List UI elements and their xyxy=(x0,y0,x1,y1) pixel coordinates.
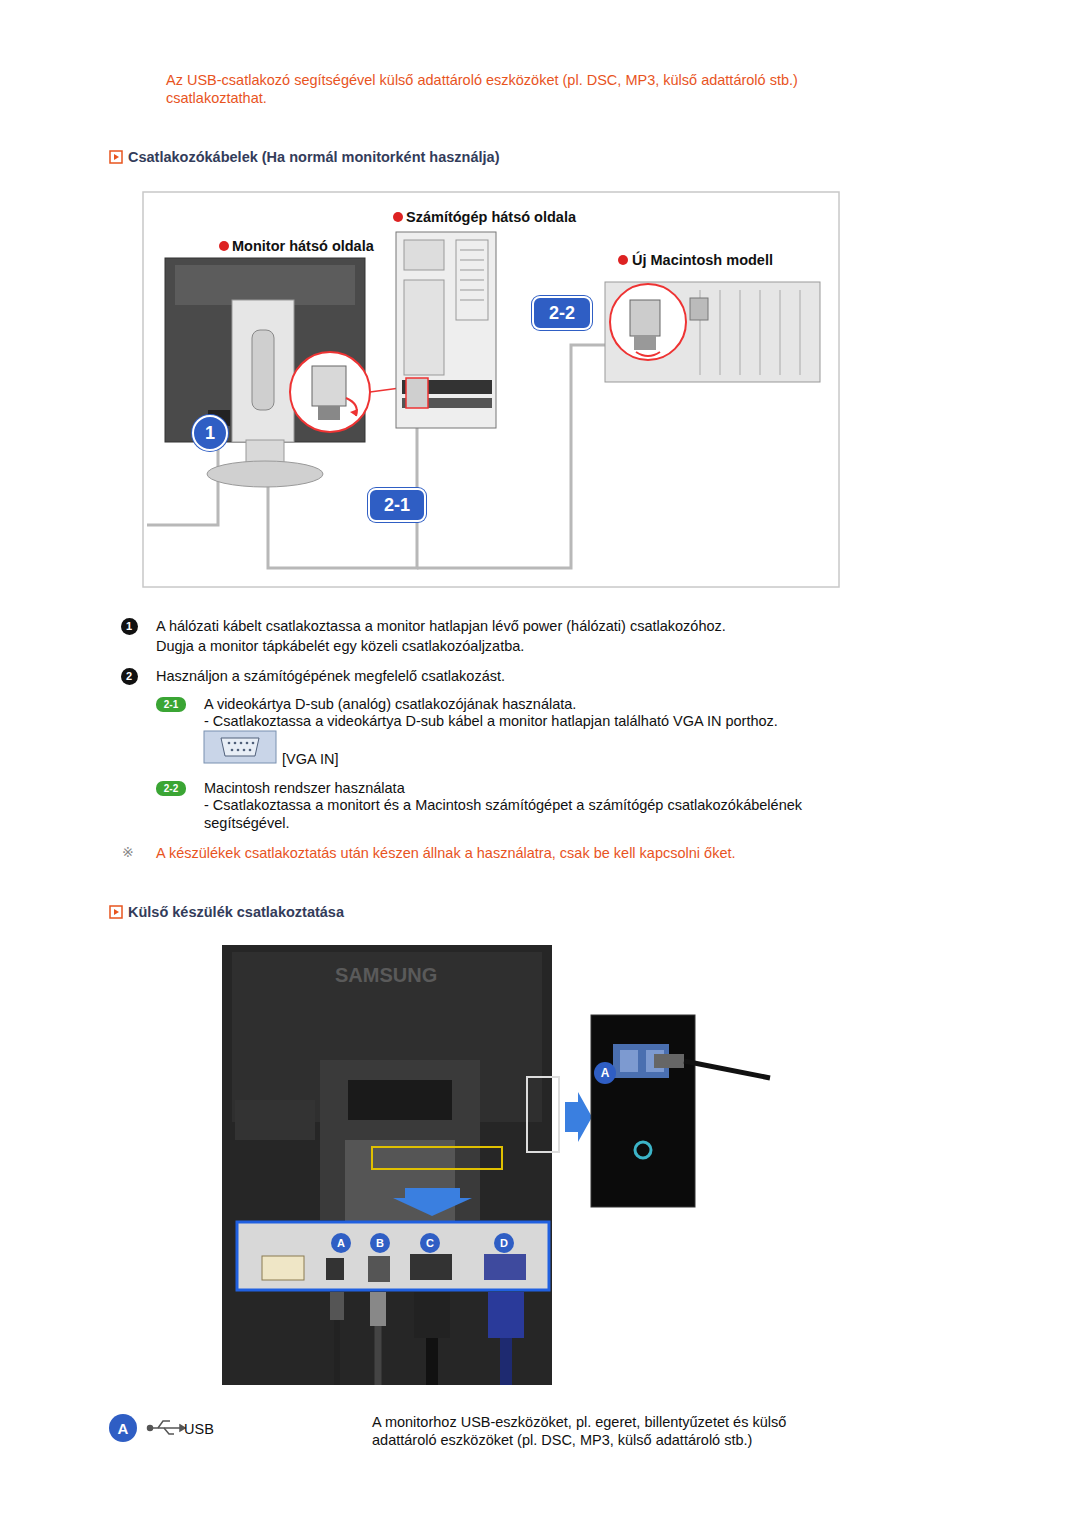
port-callout: B xyxy=(370,1233,390,1253)
port-label: [VGA IN] xyxy=(282,751,402,769)
badge-text: A xyxy=(601,1066,610,1080)
section-heading: Külső készülék csatlakoztatása xyxy=(128,904,728,922)
brand-watermark: SAMSUNG xyxy=(335,963,495,987)
monitor-photo xyxy=(222,945,592,1385)
step-text: - Csatlakoztassa a videokártya D-sub káb… xyxy=(204,713,884,731)
callout-number: 2-2 xyxy=(532,296,592,330)
port-label: USB xyxy=(184,1421,244,1439)
step-badge: 2-1 xyxy=(156,697,186,712)
connector-strip xyxy=(237,1222,549,1290)
badge-text: 2-1 xyxy=(164,699,178,710)
badge-text: C xyxy=(426,1237,434,1249)
port-callout: A xyxy=(109,1414,137,1442)
badge-text: 1 xyxy=(205,423,215,444)
step-text: A videokártya D-sub (analóg) csatlakozój… xyxy=(204,696,864,714)
bullet-dot xyxy=(219,241,229,251)
note-symbol: ※ xyxy=(122,844,142,861)
badge-text: 2-2 xyxy=(164,783,178,794)
heading-icon xyxy=(114,154,119,160)
step-text: Macintosh rendszer használata xyxy=(204,780,864,798)
description-text: A monitorhoz USB-eszközöket, pl. egeret,… xyxy=(372,1414,852,1449)
note-text: Az USB-csatlakozó segítségével külső ada… xyxy=(166,72,856,107)
heading-icon xyxy=(110,906,122,918)
badge-text: 1 xyxy=(126,620,132,632)
badge-text: B xyxy=(376,1237,384,1249)
badge-text: 2-1 xyxy=(384,495,410,516)
usb-symbol xyxy=(148,1421,186,1434)
usb-zoom-panel xyxy=(591,1015,770,1207)
callout-number: 1 xyxy=(192,415,228,451)
badge-text: 2-2 xyxy=(549,303,575,324)
part-label: Új Macintosh modell xyxy=(632,252,832,270)
cables xyxy=(330,1292,524,1385)
badge-text: D xyxy=(500,1237,508,1249)
section-heading: Csatlakozókábelek (Ha normál monitorként… xyxy=(128,149,828,167)
badge-text: A xyxy=(337,1237,345,1249)
part-label: Számítógép hátsó oldala xyxy=(406,209,606,227)
port-callout: D xyxy=(494,1233,514,1253)
step-text: Dugja a monitor tápkábelét egy közeli cs… xyxy=(156,638,876,656)
port-callout: A xyxy=(594,1062,616,1084)
bullet-dot xyxy=(618,255,628,265)
macintosh-computer xyxy=(605,282,820,382)
step-badge: 2-2 xyxy=(156,781,186,796)
badge-text: 2 xyxy=(126,670,132,682)
step-number: 2 xyxy=(121,668,138,685)
badge-text: A xyxy=(118,1420,129,1437)
callout-number: 2-1 xyxy=(368,488,426,522)
heading-icon xyxy=(114,909,119,915)
bullet-dot xyxy=(393,212,403,222)
heading-icon xyxy=(110,151,122,163)
port-callout: C xyxy=(420,1233,440,1253)
port-callout: A xyxy=(331,1233,351,1253)
step-text: - Csatlakoztassa a monitort és a Macinto… xyxy=(204,797,880,832)
monitor-back xyxy=(165,258,365,487)
note-text: A készülékek csatlakoztatás után készen … xyxy=(156,845,856,863)
step-number: 1 xyxy=(121,618,138,635)
vga-port-icon xyxy=(204,731,276,763)
step-text: A hálózati kábelt csatlakoztassa a monit… xyxy=(156,618,876,636)
part-label: Monitor hátsó oldala xyxy=(232,238,392,256)
vga-zoom xyxy=(290,352,400,432)
diagram-frame xyxy=(143,192,839,587)
step-text: Használjon a számítógépének megfelelő cs… xyxy=(156,668,856,686)
computer-tower xyxy=(396,232,496,428)
